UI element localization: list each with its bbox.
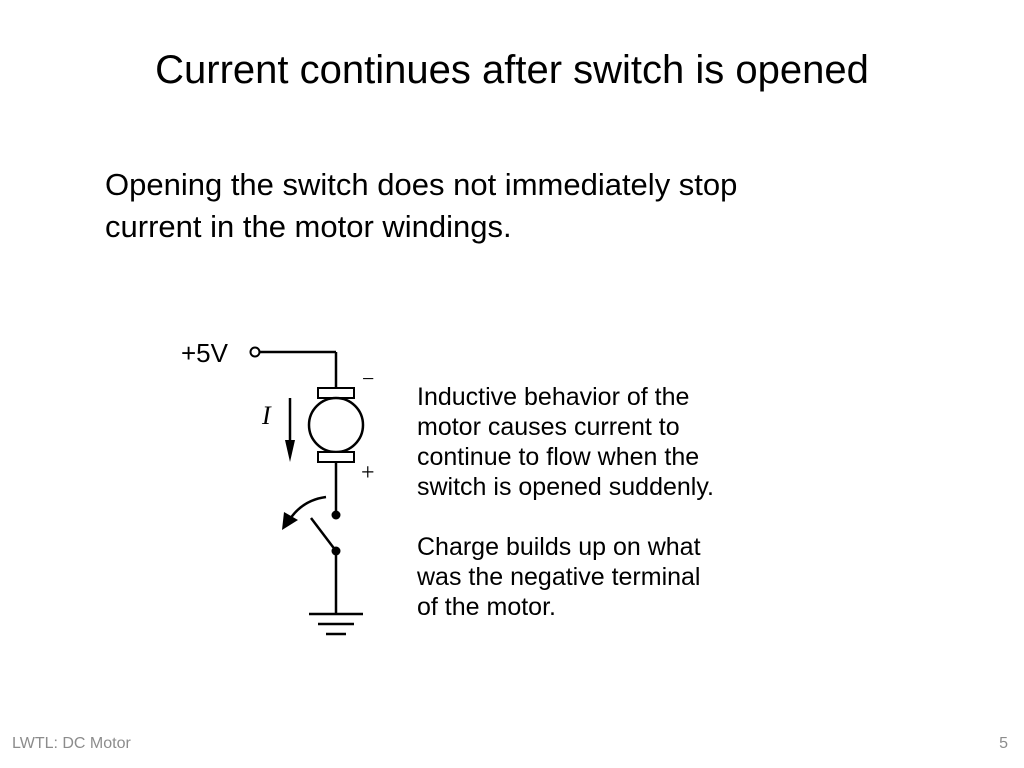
supply-voltage-label: +5V <box>181 338 229 368</box>
intro-line-1: Opening the switch does not immediately … <box>105 167 738 202</box>
switch-blade <box>310 517 337 552</box>
current-label: I <box>261 401 272 430</box>
note-2-line-3: of the motor. <box>417 593 556 621</box>
motor-minus-label: − <box>362 366 374 391</box>
footer-course-label: LWTL: DC Motor <box>12 735 131 752</box>
note-2-line-1: Charge builds up on what <box>417 533 701 561</box>
motor-top-brush <box>317 387 355 399</box>
motor-icon <box>307 396 365 454</box>
current-arrow-icon <box>285 440 295 462</box>
slide-title: Current continues after switch is opened <box>155 48 869 92</box>
motor-bottom-brush <box>317 451 355 463</box>
explanation-notes: Inductive behavior of the motor causes c… <box>417 382 817 622</box>
footer-page-number: 5 <box>999 735 1008 752</box>
note-paragraph-2: Charge builds up on what was the negativ… <box>417 532 817 622</box>
note-1-line-1: Inductive behavior of the <box>417 383 690 411</box>
note-1-line-3: continue to flow when the <box>417 443 700 471</box>
intro-line-2: current in the motor windings. <box>105 209 512 244</box>
switch-open-arrow <box>288 495 327 520</box>
note-1-line-2: motor causes current to <box>417 413 680 441</box>
switch-top-contact <box>331 510 341 520</box>
intro-text: Opening the switch does not immediately … <box>105 164 885 248</box>
note-2-line-2: was the negative terminal <box>417 563 701 591</box>
note-1-line-4: switch is opened suddenly. <box>417 473 714 501</box>
note-paragraph-1: Inductive behavior of the motor causes c… <box>417 382 817 502</box>
motor-plus-label: + <box>361 460 375 486</box>
switch-open-arrowhead-icon <box>282 512 298 530</box>
supply-terminal <box>249 346 261 358</box>
